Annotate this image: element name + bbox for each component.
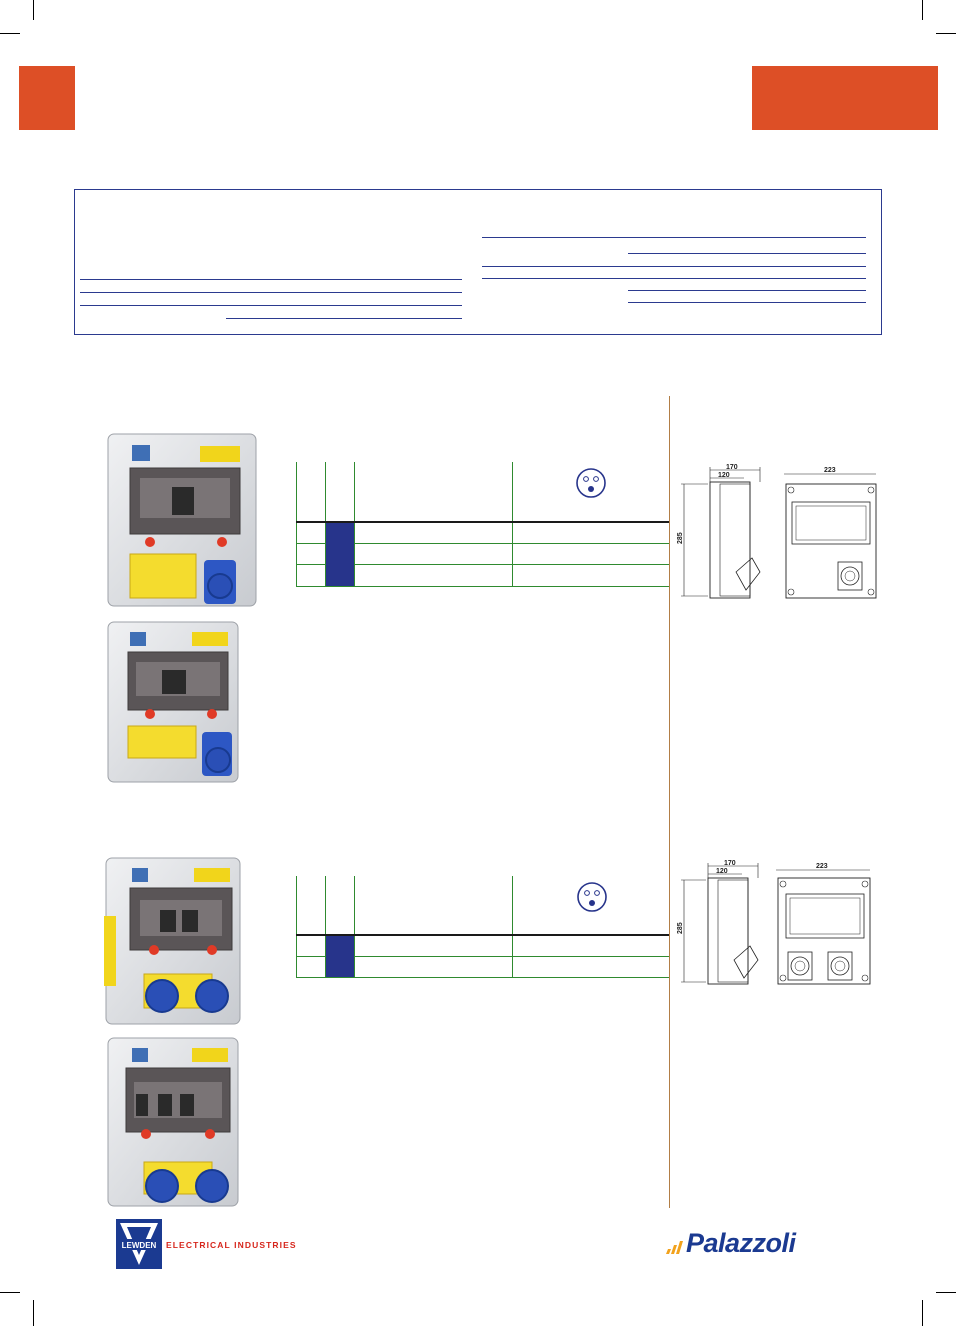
product-photo-twin-socket-rcd <box>107 1037 239 1207</box>
table-row-line <box>296 956 669 957</box>
spec-rule <box>482 266 866 267</box>
table-column-line <box>512 876 513 977</box>
palazzoli-bars-icon <box>666 1241 683 1254</box>
table-column-line <box>325 876 326 977</box>
dim-height: 285 <box>677 532 684 544</box>
specification-box <box>74 189 882 335</box>
lewden-logo-text: LEWDEN <box>122 1241 157 1250</box>
spec-rule <box>482 237 866 238</box>
dim-depth: 120 <box>716 868 728 875</box>
crop-mark <box>33 1300 34 1326</box>
spec-rule <box>628 253 866 254</box>
table-header-rule <box>296 934 669 936</box>
socket-pin-icon <box>577 882 607 912</box>
dim-height: 285 <box>677 922 684 934</box>
dim-width-side: 170 <box>726 464 738 471</box>
lewden-logo: LEWDEN <box>116 1219 162 1269</box>
table-column-line <box>354 876 355 977</box>
table-row-line <box>296 586 669 587</box>
spec-rule <box>628 290 866 291</box>
spec-rule <box>482 278 866 279</box>
socket-pin-icon <box>576 468 606 498</box>
table-row-line <box>296 543 669 544</box>
dim-width-side: 170 <box>724 860 736 867</box>
crop-mark <box>936 33 956 34</box>
palazzoli-brand: Palazzoli <box>686 1228 796 1258</box>
spec-rule <box>80 279 462 280</box>
crop-mark <box>922 1300 923 1326</box>
table-header-rule <box>296 521 669 523</box>
voltage-colour-cell <box>326 936 354 977</box>
voltage-colour-cell <box>326 523 354 586</box>
table-column-line <box>354 462 355 586</box>
crop-mark <box>33 0 34 20</box>
header-tab-left <box>19 66 75 130</box>
product-photo-single-socket <box>107 433 257 607</box>
spec-rule <box>628 302 866 303</box>
header-tab-right <box>752 66 938 130</box>
table-column-line <box>296 462 297 586</box>
lewden-tagline: ELECTRICAL INDUSTRIES <box>166 1240 297 1250</box>
crop-mark <box>0 33 20 34</box>
dim-width-front: 223 <box>824 467 836 474</box>
dim-width-front: 223 <box>816 863 828 870</box>
product-photo-twin-socket <box>104 857 241 1025</box>
crop-mark <box>0 1292 20 1293</box>
spec-rule <box>80 292 462 293</box>
table-row-line <box>296 977 669 978</box>
table-column-line <box>325 462 326 586</box>
table-column-line <box>512 462 513 586</box>
product-photo-single-socket-rcd <box>107 621 239 783</box>
technical-drawing-1: 170 120 285 223 <box>677 464 877 599</box>
crop-mark <box>936 1292 956 1293</box>
dim-depth: 120 <box>718 472 730 479</box>
crop-mark <box>922 0 923 20</box>
table-column-line <box>296 876 297 977</box>
spec-rule <box>226 318 462 319</box>
technical-drawing-2: 170 120 285 223 <box>677 860 871 985</box>
section-divider <box>669 396 670 1208</box>
table-row-line <box>296 564 669 565</box>
spec-rule <box>80 305 462 306</box>
